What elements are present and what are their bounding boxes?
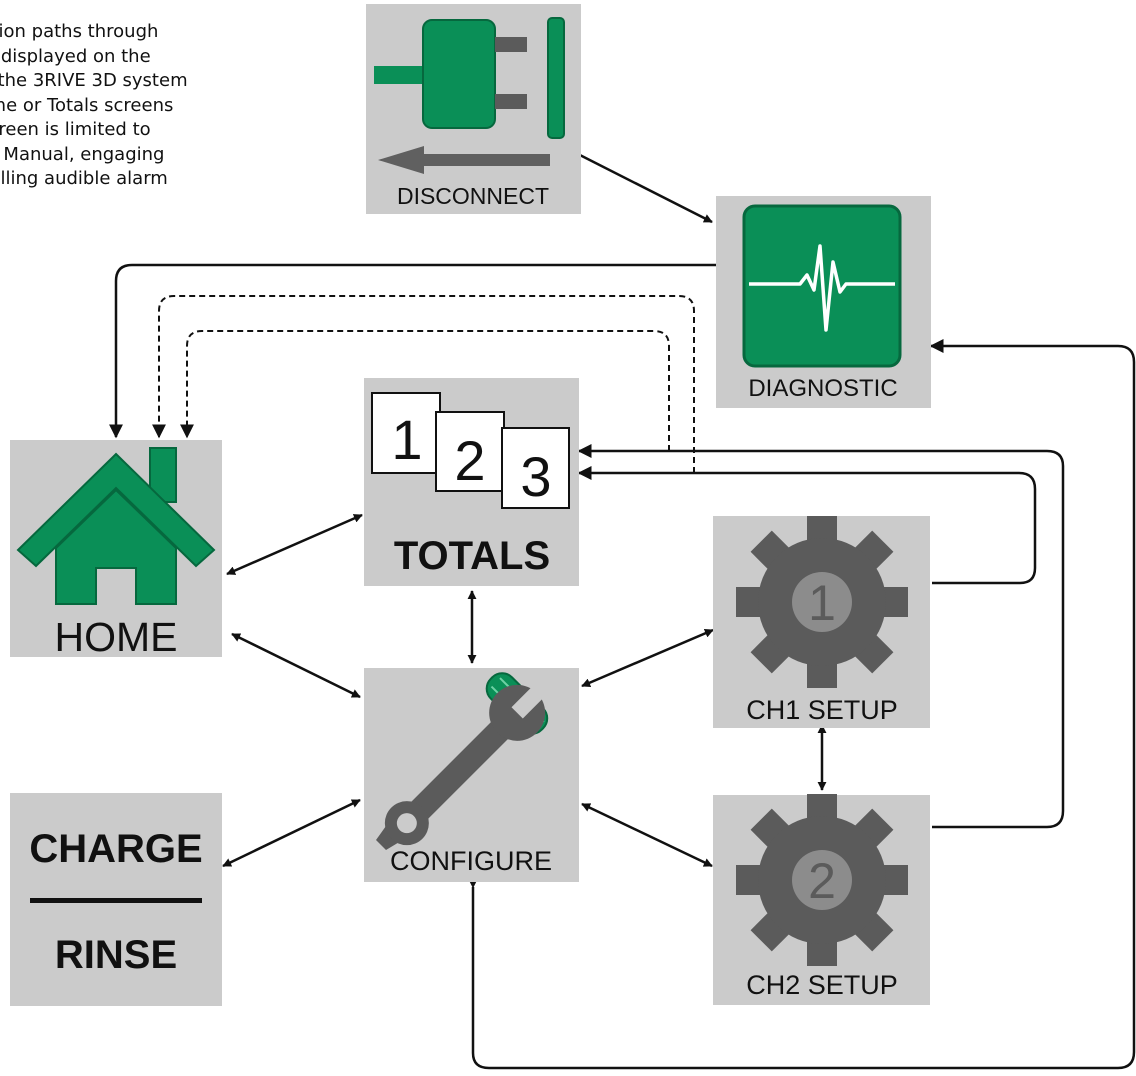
intro-line: eys displayed on the xyxy=(0,45,151,67)
intro-line: ntrolling audible alarm xyxy=(0,168,168,189)
diagnostic-label: DIAGNOSTIC xyxy=(748,375,897,402)
ch1-setup-label: CH1 SETUP xyxy=(746,695,898,725)
arrow-configure-diagnostic xyxy=(466,339,1136,1070)
intro-text: igation paths through eys displayed on t… xyxy=(0,20,294,192)
arrow-ch2-totals xyxy=(577,444,1065,829)
configure-label: CONFIGURE xyxy=(390,846,552,876)
gear-icon: 2 xyxy=(736,794,908,966)
dashed-totals-home-inner xyxy=(180,330,670,451)
arrow-ch1-totals xyxy=(577,466,1037,585)
heartbeat-icon xyxy=(742,204,902,368)
numbered-pages-icon: 1 2 3 xyxy=(371,392,570,509)
disconnect-label: DISCONNECT xyxy=(397,183,549,209)
arrow-home-configure xyxy=(231,632,361,699)
arrow-diagnostic-home xyxy=(109,263,716,439)
rinse-label: RINSE xyxy=(55,933,177,977)
intro-line: c to Manual, engaging xyxy=(0,143,165,165)
totals-digit-2: 2 xyxy=(454,429,485,492)
intro-line: ing the 3RIVE 3D system xyxy=(0,70,188,91)
disconnect-button[interactable]: DISCONNECT xyxy=(366,4,581,214)
home-button[interactable]: HOME xyxy=(10,440,222,660)
arrow-configure-ch2 xyxy=(581,802,713,868)
configure-button[interactable]: CONFIGURE xyxy=(364,667,579,882)
ch1-number: 1 xyxy=(808,575,836,631)
plug-icon xyxy=(374,17,565,174)
totals-button[interactable]: 1 2 3 TOTALS xyxy=(364,378,579,586)
home-label: HOME xyxy=(55,614,178,660)
ch2-setup-label: CH2 SETUP xyxy=(746,970,898,1000)
divider xyxy=(30,898,202,903)
arrow-disconnect-diagnostic xyxy=(569,148,713,224)
connectors xyxy=(109,263,1136,1070)
wrench-screwdriver-icon xyxy=(376,672,549,850)
intro-line: igation paths through xyxy=(0,21,159,42)
ch1-setup-button[interactable]: 1 CH1 SETUP xyxy=(713,516,930,728)
dashed-connectors xyxy=(152,295,695,473)
arrow-configure-ch1 xyxy=(581,628,714,688)
intro-line: Home or Totals screens xyxy=(0,94,174,116)
gear-icon: 1 xyxy=(736,516,908,688)
charge-rinse-button[interactable]: CHARGE RINSE xyxy=(10,793,222,1006)
double-arrows xyxy=(222,148,827,868)
totals-digit-1: 1 xyxy=(391,408,422,471)
ch2-setup-button[interactable]: 2 CH2 SETUP xyxy=(713,794,930,1005)
totals-digit-3: 3 xyxy=(520,445,551,508)
totals-label: TOTALS xyxy=(394,534,550,578)
charge-label: CHARGE xyxy=(29,827,202,871)
arrow-charge-configure xyxy=(222,798,361,868)
diagnostic-button[interactable]: DIAGNOSTIC xyxy=(716,196,931,408)
house-icon xyxy=(16,447,216,605)
intro-line: s screen is limited to xyxy=(0,119,151,140)
arrow-home-totals xyxy=(226,513,363,576)
ch2-number: 2 xyxy=(808,853,836,909)
